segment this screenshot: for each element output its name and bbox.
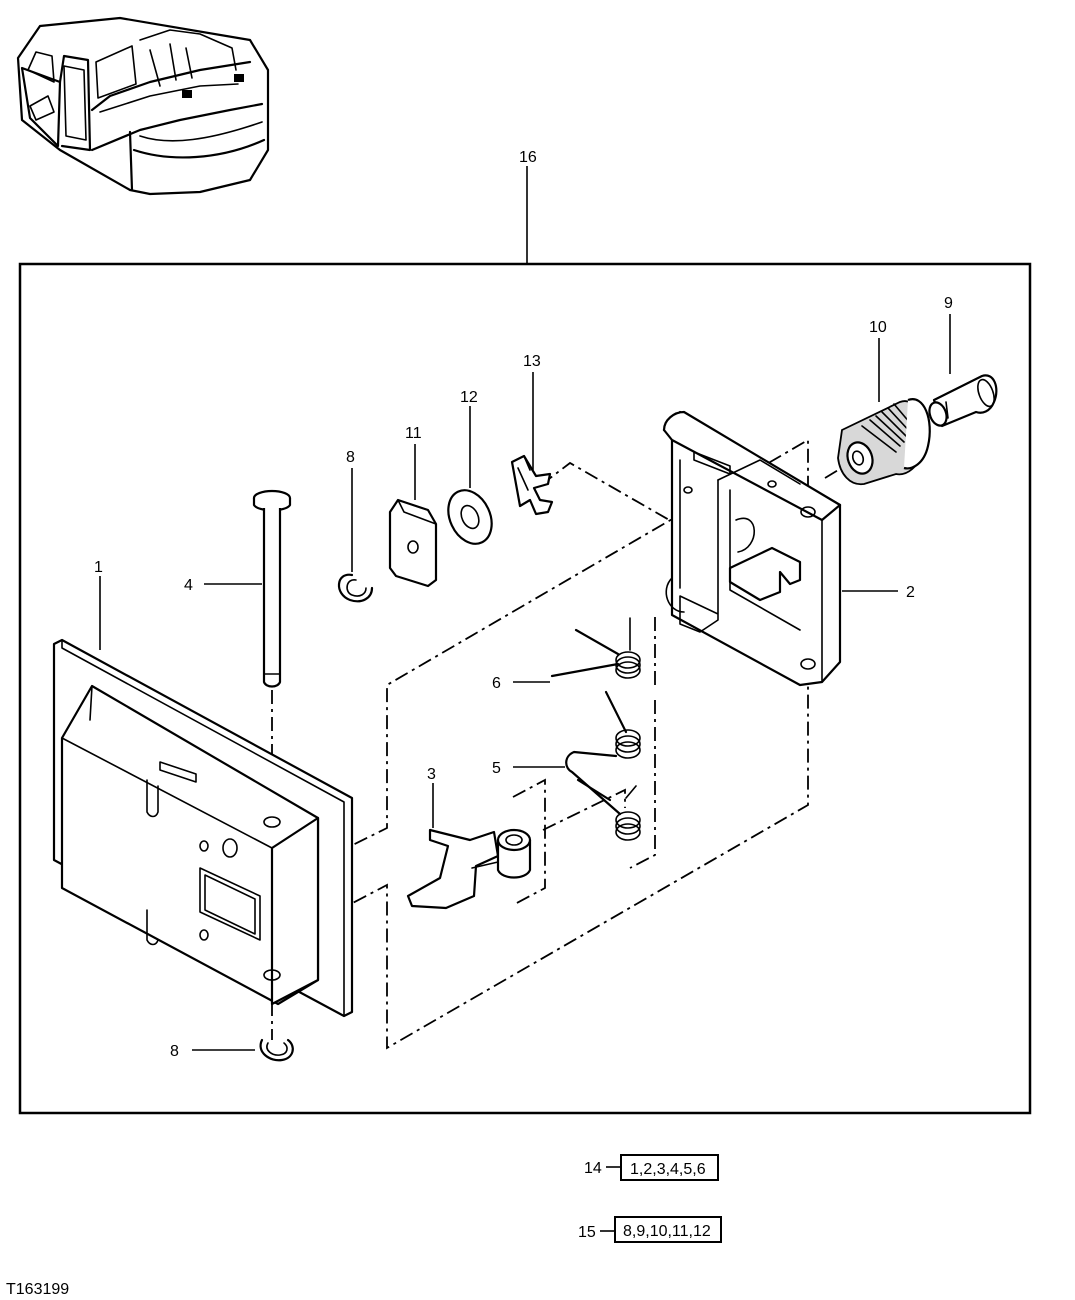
kit-15-box <box>614 1216 722 1243</box>
callout-4: 4 <box>184 577 193 594</box>
callout-numbers: 1 2 3 4 5 6 8 8 9 10 11 12 13 <box>94 295 953 1060</box>
washer-part-12 <box>447 489 493 545</box>
callout-8-upper: 8 <box>346 449 355 466</box>
clip-part-13 <box>510 454 554 516</box>
kit-15-contents: 8,9,10,11,12 <box>623 1223 711 1240</box>
figure-id: T163199 <box>6 1281 69 1298</box>
kit-15: 15 8,9,10,11,12 <box>578 1216 722 1243</box>
callout-6: 6 <box>492 675 501 692</box>
plunger-part-9 <box>928 374 998 428</box>
retaining-ring-part-8-lower <box>259 1038 294 1062</box>
spring-part-5 <box>565 690 641 841</box>
callout-11: 11 <box>405 425 422 442</box>
assembly-frame <box>18 262 1032 1115</box>
latch-bracket-part-2 <box>662 410 842 687</box>
bushing-part-10 <box>837 398 931 486</box>
callout-1: 1 <box>94 559 103 576</box>
retaining-ring-part-8-upper <box>337 573 374 603</box>
latch-pawl-part-3 <box>406 828 532 910</box>
callout-3: 3 <box>427 766 436 783</box>
callout-16: 16 <box>519 149 537 166</box>
leader-lines <box>99 314 951 1051</box>
callout-9: 9 <box>944 295 953 312</box>
callout-8-lower: 8 <box>170 1043 179 1060</box>
kit-14-label: 14 <box>584 1160 602 1177</box>
callout-5: 5 <box>492 760 501 777</box>
spring-part-6 <box>550 617 641 679</box>
kit-14-contents: 1,2,3,4,5,6 <box>630 1161 706 1178</box>
callout-12: 12 <box>460 389 478 406</box>
pin-part-4 <box>252 489 292 688</box>
latch-housing-part-1 <box>52 638 354 1018</box>
callout-13: 13 <box>523 353 541 370</box>
kit-15-label: 15 <box>578 1224 596 1241</box>
kit-14: 14 1,2,3,4,5,6 <box>584 1154 719 1181</box>
kit-14-box <box>620 1154 719 1181</box>
plate-part-11 <box>388 498 438 588</box>
callout-10: 10 <box>869 319 887 336</box>
machine-locator-thumbnail <box>16 16 270 196</box>
callout-2: 2 <box>906 584 915 601</box>
